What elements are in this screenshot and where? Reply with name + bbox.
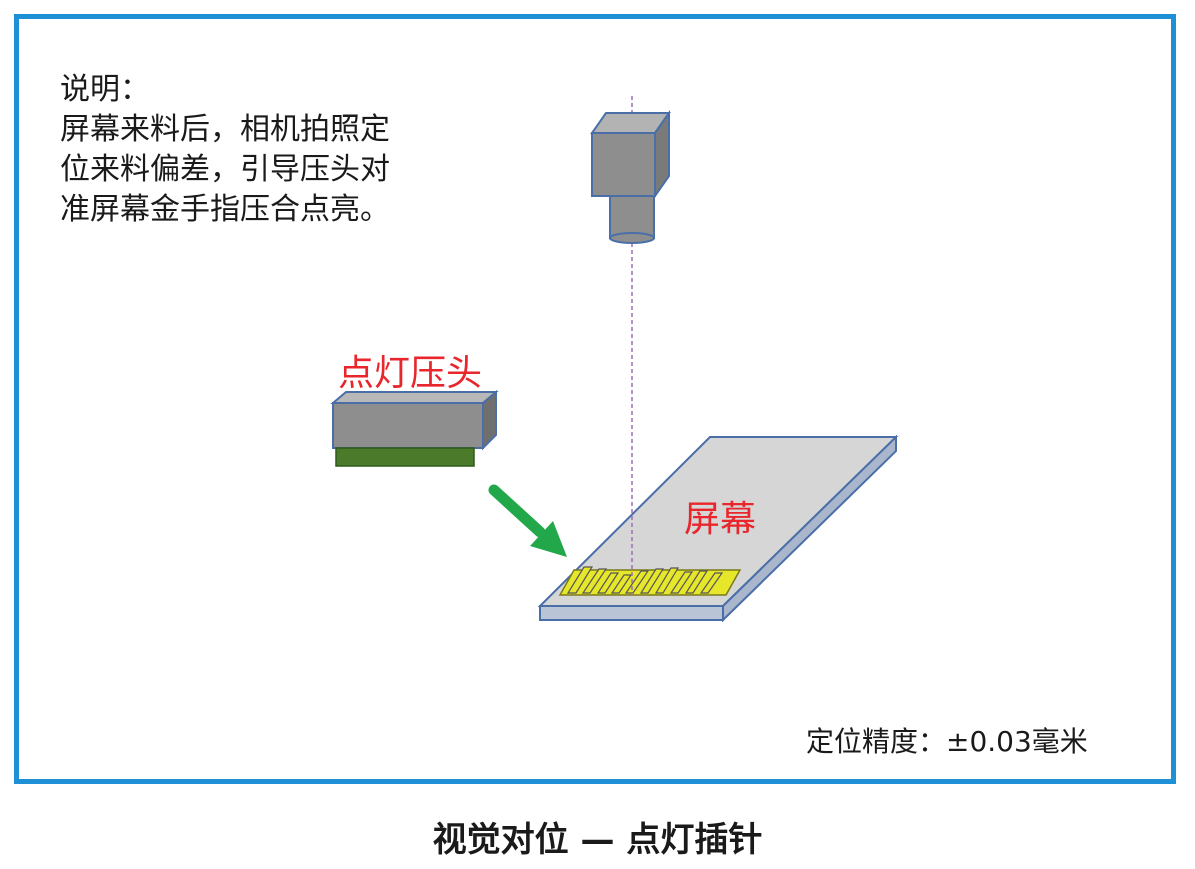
press-head-label: 点灯压头 (338, 353, 483, 394)
arrow-down-right-icon (488, 484, 567, 557)
screen-panel-icon (537, 434, 899, 623)
figure-caption: 视觉对位 — 点灯插针 (432, 820, 763, 860)
precision-note: 定位精度：±0.03毫米 (806, 725, 1088, 758)
screen-label: 屏幕 (684, 499, 757, 540)
press-head-icon (330, 389, 499, 467)
description-line: 屏幕来料后，相机拍照定 (60, 112, 390, 147)
gold-finger-contacts (558, 566, 742, 596)
description-line: 位来料偏差，引导压头对 (60, 152, 390, 187)
description-heading: 说明： (60, 72, 150, 107)
description-line: 准屏幕金手指压合点亮。 (60, 192, 390, 227)
description-block: 说明： 屏幕来料后，相机拍照定 位来料偏差，引导压头对 准屏幕金手指压合点亮。 (60, 70, 390, 230)
camera-icon (590, 109, 671, 244)
